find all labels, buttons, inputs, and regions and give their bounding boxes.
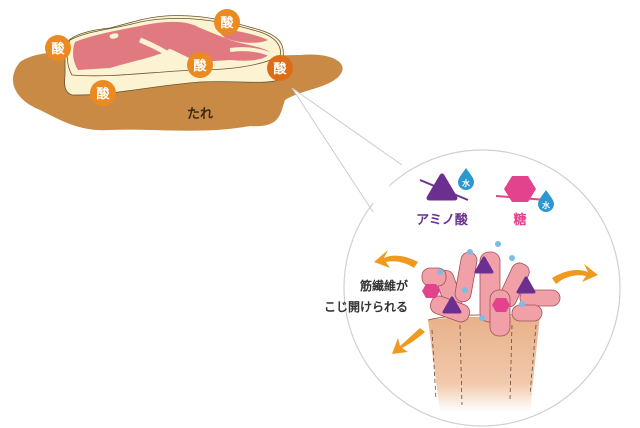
- svg-text:水: 水: [461, 178, 471, 188]
- water-drop-icon: 水: [538, 190, 554, 212]
- acid-marker: 酸: [267, 55, 293, 81]
- acid-marker: 酸: [214, 9, 240, 35]
- svg-text:酸: 酸: [96, 86, 110, 102]
- water-drop-icon: 水: [458, 168, 474, 190]
- sauce-label: たれ: [187, 107, 213, 122]
- acid-marker: 酸: [90, 80, 116, 106]
- svg-text:酸: 酸: [273, 61, 287, 77]
- legend-amino-acid: 水 アミノ酸: [416, 168, 474, 228]
- acid-marker: 酸: [45, 35, 71, 61]
- arrow-icon: [374, 250, 598, 354]
- fiber-caption-line2: こじ開けられる: [324, 300, 408, 314]
- svg-text:水: 水: [541, 200, 551, 210]
- amino-acid-label: アミノ酸: [416, 212, 469, 228]
- legend-sugar: 水 糖: [495, 176, 554, 228]
- sugar-label: 糖: [513, 212, 526, 228]
- muscle-fiber-bundle: [421, 241, 561, 412]
- svg-text:酸: 酸: [220, 15, 234, 31]
- svg-text:酸: 酸: [51, 41, 65, 57]
- svg-text:酸: 酸: [193, 58, 207, 74]
- fiber-caption-line1: 筋繊維が: [359, 278, 408, 293]
- acid-marker: 酸: [187, 52, 213, 78]
